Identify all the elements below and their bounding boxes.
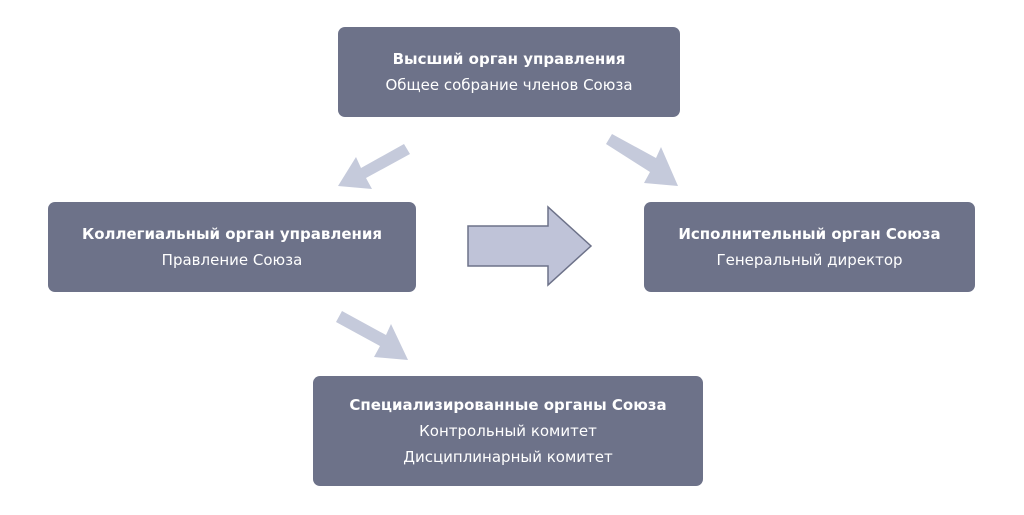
arrow-top-to-left [338, 144, 410, 189]
node-specialized-bodies: Специализированные органы Союза Контроль… [313, 376, 703, 486]
node-specialized-bodies-line-1: Контрольный комитет [419, 422, 597, 440]
node-specialized-bodies-line-2: Дисциплинарный комитет [403, 448, 613, 466]
node-executive-body-line: Генеральный директор [716, 251, 903, 269]
arrow-top-to-right [606, 134, 678, 186]
node-collegial-body: Коллегиальный орган управления Правление… [48, 202, 416, 292]
node-collegial-body-title: Коллегиальный орган управления [81, 225, 383, 243]
node-supreme-body: Высший орган управления Общее собрание ч… [338, 27, 680, 117]
node-specialized-bodies-title: Специализированные органы Союза [349, 396, 667, 414]
arrow-left-to-right-big [467, 205, 593, 287]
node-collegial-body-line: Правление Союза [161, 251, 303, 269]
node-executive-body-title: Исполнительный орган Союза [678, 225, 941, 243]
node-supreme-body-line: Общее собрание членов Союза [385, 76, 633, 94]
node-supreme-body-title: Высший орган управления [392, 50, 626, 68]
node-executive-body: Исполнительный орган Союза Генеральный д… [644, 202, 975, 292]
arrow-left-to-bottom [336, 311, 408, 360]
